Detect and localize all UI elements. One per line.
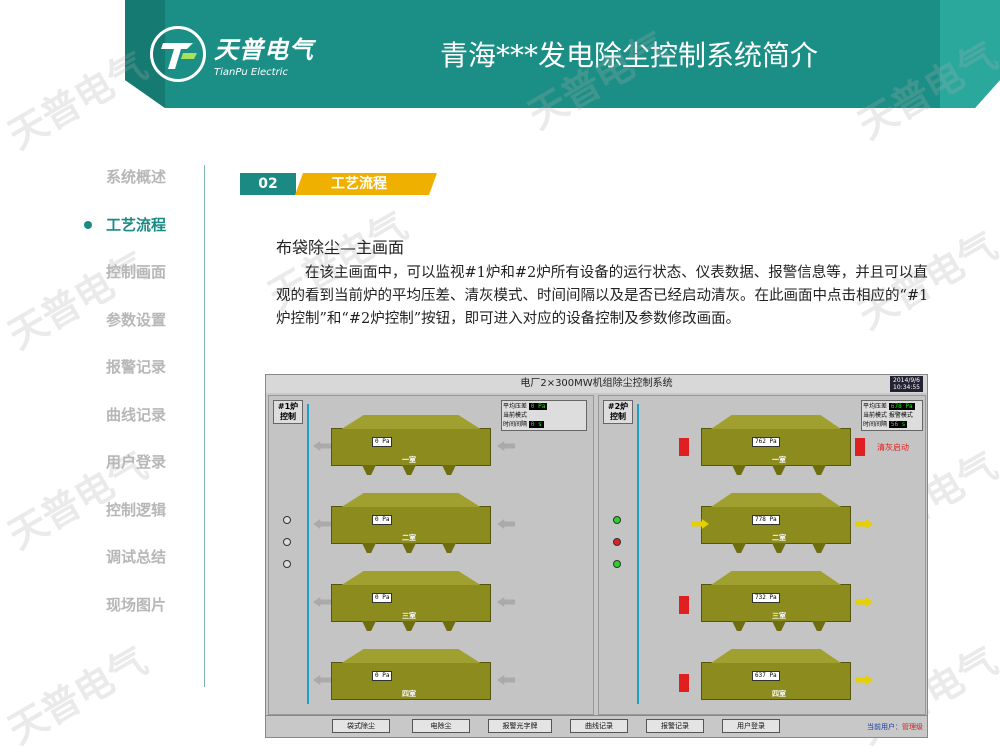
dp-value: 0 Pa xyxy=(372,671,393,681)
flow-arrow-icon xyxy=(855,675,873,685)
toolbar-button-bag-filter[interactable]: 袋式除尘 xyxy=(332,719,390,733)
baghouse-room-1: 762 Pa 一室 xyxy=(701,415,851,475)
content-paragraph: 在该主画面中，可以监视#1炉和#2炉所有设备的运行状态、仪表数据、报警信息等，并… xyxy=(276,265,929,327)
room-label: 四室 xyxy=(402,690,416,698)
flow-arrow-icon xyxy=(497,441,515,451)
fan-status-lamp-icon xyxy=(613,538,621,546)
avg-pressure-value: 0 Pa xyxy=(528,403,548,410)
section-tag: 工艺流程 xyxy=(295,173,437,195)
content-heading: 布袋除尘—主画面 xyxy=(276,238,405,257)
room-label: 一室 xyxy=(402,456,416,464)
current-mode-value: 报警模式 xyxy=(888,412,913,419)
nav-item-debug-summary[interactable]: 调试总结 xyxy=(106,548,167,566)
nav-item-site-photos[interactable]: 现场图片 xyxy=(106,595,167,614)
flow-arrow-icon xyxy=(497,675,515,685)
dp-value: 0 Pa xyxy=(372,437,393,447)
avg-pressure-value: 678 Pa xyxy=(888,403,915,410)
baghouse-room-2: 778 Pa 二室 xyxy=(701,493,851,553)
flow-arrow-icon xyxy=(855,597,873,607)
fan-status-lamp-icon xyxy=(283,538,291,546)
fan-status-lamp-icon xyxy=(613,560,621,568)
nav-divider xyxy=(204,165,205,687)
outlet-damper-icon xyxy=(855,438,865,456)
interval-value: 0 s xyxy=(528,421,544,428)
pipe xyxy=(637,404,639,704)
toolbar-button-alarm-records[interactable]: 报警记录 xyxy=(646,719,704,733)
furnace-1-panel: #1炉控制 平均压差 0 Pa 当前模式 时间间隔 0 s 0 Pa 一室 0 … xyxy=(268,395,594,715)
fan-status-lamp-icon xyxy=(283,560,291,568)
furnace-2-control-button[interactable]: #2炉控制 xyxy=(603,400,633,424)
toolbar-button-alarm-panel[interactable]: 报警光字牌 xyxy=(488,719,552,733)
room-label: 二室 xyxy=(402,534,416,542)
nav-item-control-logic[interactable]: 控制逻辑 xyxy=(106,500,167,519)
watermark: 天普电气 xyxy=(0,638,155,753)
nav-item-control-screen[interactable]: 控制画面 xyxy=(106,263,167,281)
room-label: 三室 xyxy=(772,612,786,620)
fan-status-lamp-icon xyxy=(613,516,621,524)
logo-english-text: TianPu Electric xyxy=(214,67,288,78)
dp-value: 637 Pa xyxy=(752,671,780,681)
furnace-1-control-button[interactable]: #1炉控制 xyxy=(273,400,303,424)
pipe xyxy=(307,404,309,704)
flow-arrow-icon xyxy=(313,519,331,529)
page-title: 青海***发电除尘控制系统简介 xyxy=(440,39,819,72)
toolbar-button-curves[interactable]: 曲线记录 xyxy=(570,719,628,733)
flow-arrow-icon xyxy=(497,597,515,607)
flow-arrow-icon xyxy=(313,441,331,451)
hmi-toolbar: 袋式除尘 电除尘 报警光字牌 曲线记录 报警记录 用户登录 当前用户：管理级 xyxy=(266,715,927,737)
flow-arrow-icon xyxy=(313,597,331,607)
baghouse-room-2: 0 Pa 二室 xyxy=(331,493,491,553)
current-user-value: 管理级 xyxy=(902,723,923,731)
baghouse-room-3: 0 Pa 三室 xyxy=(331,571,491,631)
dp-value: 0 Pa xyxy=(372,515,393,525)
current-user: 当前用户：管理级 xyxy=(867,722,923,732)
dp-value: 0 Pa xyxy=(372,593,393,603)
nav-item-overview[interactable]: 系统概述 xyxy=(106,168,167,186)
flow-arrow-icon xyxy=(313,675,331,685)
dp-value: 778 Pa xyxy=(752,515,780,525)
dp-value: 762 Pa xyxy=(752,437,780,447)
logo-emblem-icon xyxy=(150,26,206,82)
interval-value: 56 s xyxy=(888,421,908,428)
fan-status-lamp-icon xyxy=(283,516,291,524)
hmi-date: 2014/9/6 xyxy=(893,377,920,384)
baghouse-room-4: 0 Pa 四室 xyxy=(331,649,491,700)
toolbar-button-user-login[interactable]: 用户登录 xyxy=(722,719,780,733)
side-nav: 系统概述 工艺流程 控制画面 参数设置 报警记录 曲线记录 用户登录 控制逻辑 … xyxy=(80,165,166,640)
company-logo: 天普电气 TianPu Electric xyxy=(150,26,314,82)
flow-arrow-icon xyxy=(855,519,873,529)
room-label: 二室 xyxy=(772,534,786,542)
nav-item-alarm-records[interactable]: 报警记录 xyxy=(106,358,167,376)
logo-chinese-text: 天普电气 xyxy=(214,36,314,64)
room-label: 一室 xyxy=(772,456,786,464)
room-label: 三室 xyxy=(402,612,416,620)
nav-item-process-flow[interactable]: 工艺流程 xyxy=(80,213,166,261)
furnace-1-avg-box: 平均压差 0 Pa 当前模式 时间间隔 0 s xyxy=(501,400,587,431)
inlet-damper-icon xyxy=(679,674,689,692)
cleaning-status: 清灰启动 xyxy=(877,443,909,452)
nav-item-parameters[interactable]: 参数设置 xyxy=(106,310,167,329)
section-number: 02 xyxy=(240,173,296,195)
room-label: 四室 xyxy=(772,690,786,698)
header-band xyxy=(0,0,1000,108)
nav-item-user-login[interactable]: 用户登录 xyxy=(106,453,167,471)
baghouse-room-3: 732 Pa 三室 xyxy=(701,571,851,631)
inlet-damper-icon xyxy=(679,596,689,614)
furnace-2-panel: #2炉控制 平均压差 678 Pa 当前模式 报警模式 时间间隔 56 s 清灰… xyxy=(598,395,926,715)
flow-arrow-icon xyxy=(497,519,515,529)
inlet-damper-icon xyxy=(679,438,689,456)
header: 天普电气 TianPu Electric 青海***发电除尘控制系统简介 xyxy=(0,0,1000,108)
hmi-time: 10:34:55 xyxy=(893,384,920,391)
baghouse-room-4: 637 Pa 四室 xyxy=(701,649,851,700)
baghouse-room-1: 0 Pa 一室 xyxy=(331,415,491,475)
flow-arrow-icon xyxy=(691,519,709,529)
toolbar-button-esp[interactable]: 电除尘 xyxy=(412,719,470,733)
furnace-2-avg-box: 平均压差 678 Pa 当前模式 报警模式 时间间隔 56 s xyxy=(861,400,923,431)
current-user-label: 当前用户： xyxy=(867,723,902,731)
nav-item-curve-records[interactable]: 曲线记录 xyxy=(106,405,167,424)
dp-value: 732 Pa xyxy=(752,593,780,603)
hmi-title: 电厂2×300MW机组除尘控制系统 xyxy=(266,375,927,393)
